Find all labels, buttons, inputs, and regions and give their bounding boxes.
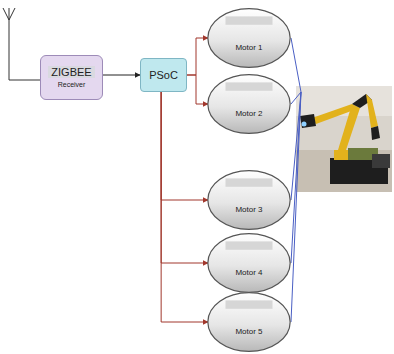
motor-ellipse: Motor 1 <box>207 8 291 68</box>
robot-photo <box>296 86 392 192</box>
motor-ellipse: Motor 2 <box>207 74 291 134</box>
antenna-symbol <box>3 8 40 80</box>
node-text: Motor 3 <box>235 205 262 214</box>
receiver-box: ZIGBEE Receiver <box>40 55 103 100</box>
node-text: PSoC <box>149 69 178 82</box>
node-text: Motor 4 <box>235 268 262 277</box>
node-text: Motor 1 <box>235 43 262 52</box>
motor-wires <box>291 38 301 322</box>
signal-arrow <box>161 92 208 322</box>
ellipse-outline <box>207 292 291 352</box>
node-text: Motor 5 <box>235 327 262 336</box>
motor-ellipse: Motor 4 <box>207 233 291 293</box>
controller-box: PSoC <box>140 58 187 92</box>
signal-arrow <box>187 38 208 75</box>
motor-ellipse: Motor 5 <box>207 292 291 352</box>
node-text: Receiver <box>58 81 86 89</box>
ellipse-outline <box>207 233 291 293</box>
ellipse-outline <box>207 74 291 134</box>
signal-arrow <box>161 92 208 200</box>
signal-arrow <box>187 75 208 104</box>
motor-ellipse: Motor 3 <box>207 170 291 230</box>
signal-arrow <box>103 75 140 76</box>
node-text: Motor 2 <box>235 109 262 118</box>
node-text: ZIGBEE <box>48 66 94 79</box>
ellipse-outline <box>207 8 291 68</box>
signal-arrow <box>161 92 208 263</box>
ellipse-outline <box>207 170 291 230</box>
